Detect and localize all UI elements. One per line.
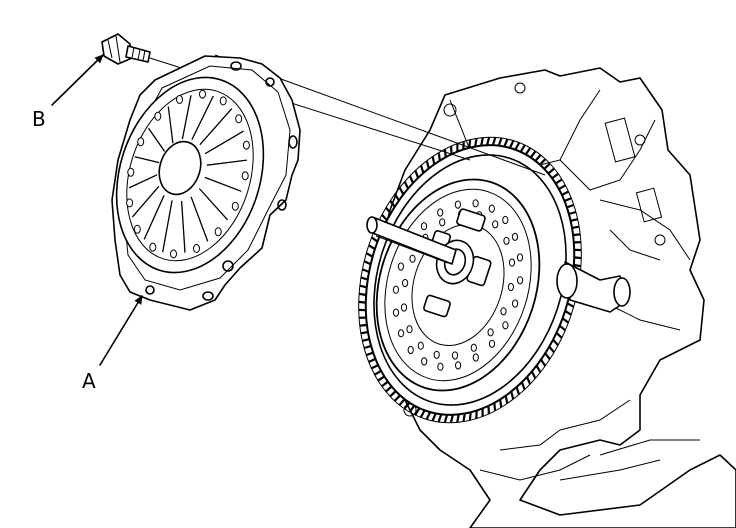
callout-b-label: B xyxy=(32,107,46,131)
clutch-alignment-tool xyxy=(366,216,457,265)
pressure-plate-bolt xyxy=(101,33,151,65)
callout-a-leader xyxy=(99,295,143,366)
diaphragm-spring-fingers xyxy=(126,89,250,259)
friction-rivet-holes xyxy=(392,199,524,371)
ring-gear-teeth xyxy=(358,136,582,424)
callout-a-label: A xyxy=(82,369,96,393)
flywheel-dowel xyxy=(556,261,631,313)
callout-b-leader xyxy=(51,54,104,106)
pressure-plate xyxy=(111,55,301,311)
